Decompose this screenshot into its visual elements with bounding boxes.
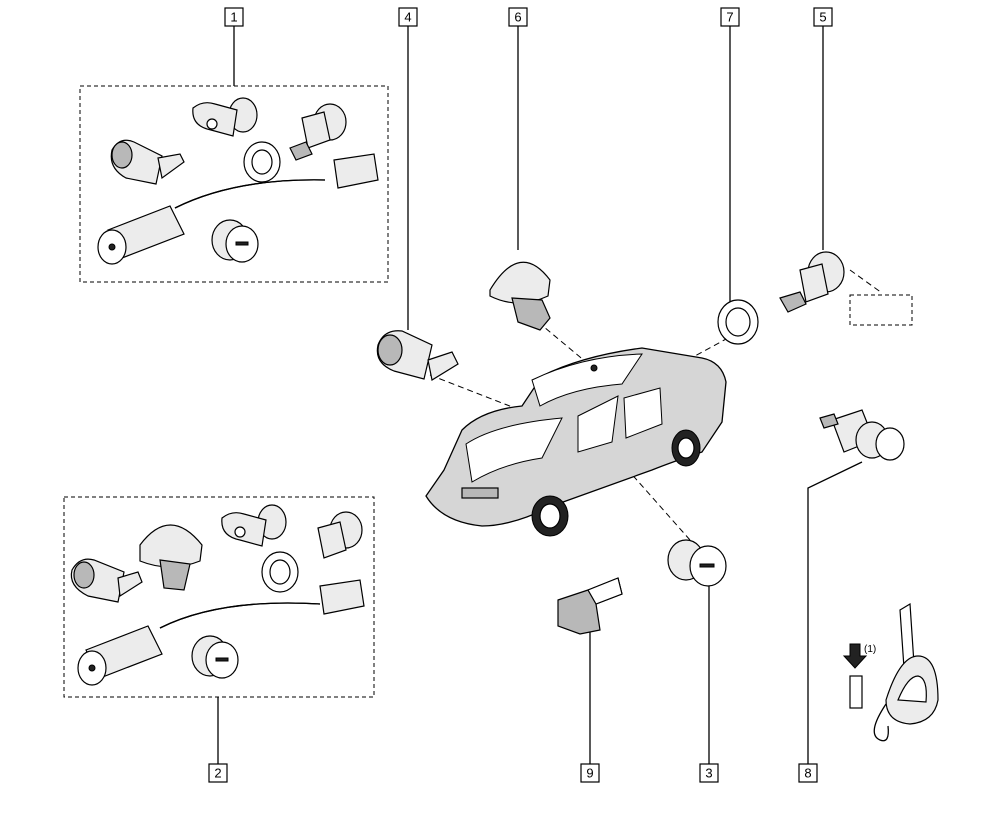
callout-7-label: 7 <box>726 10 733 25</box>
part-3-cylinder <box>667 539 727 587</box>
part-4-door-lock <box>376 330 459 381</box>
kit-group-box-1 <box>79 85 389 283</box>
car-illustration <box>425 347 727 537</box>
callout-1-label: 1 <box>230 10 237 25</box>
callout-3-label: 3 <box>705 766 712 781</box>
kit-2-parts <box>70 504 365 686</box>
part-7-ring <box>717 299 759 345</box>
callout-6: 6 <box>508 7 528 27</box>
callout-8-label: 8 <box>804 766 811 781</box>
callout-8: 8 <box>798 763 818 783</box>
leader-lines <box>217 26 863 764</box>
callout-4: 4 <box>398 7 418 27</box>
part-9-clip <box>557 577 623 635</box>
callout-7: 7 <box>720 7 740 27</box>
part-5-actuator <box>779 251 845 313</box>
callout-3: 3 <box>699 763 719 783</box>
callout-9: 9 <box>580 763 600 783</box>
callout-2-label: 2 <box>214 766 221 781</box>
kit-group-box-2 <box>63 496 375 698</box>
callout-2: 2 <box>208 763 228 783</box>
key-illustration <box>842 602 939 742</box>
part-8-tailgate-lock <box>819 409 905 461</box>
callout-5: 5 <box>813 7 833 27</box>
callout-6-label: 6 <box>514 10 521 25</box>
key-note-label: (1) <box>864 644 876 655</box>
part-6-cap <box>489 261 551 331</box>
callout-9-label: 9 <box>586 766 593 781</box>
callout-5-label: 5 <box>819 10 826 25</box>
callout-4-label: 4 <box>404 10 411 25</box>
callout-1: 1 <box>224 7 244 27</box>
kit-1-parts <box>97 97 379 265</box>
